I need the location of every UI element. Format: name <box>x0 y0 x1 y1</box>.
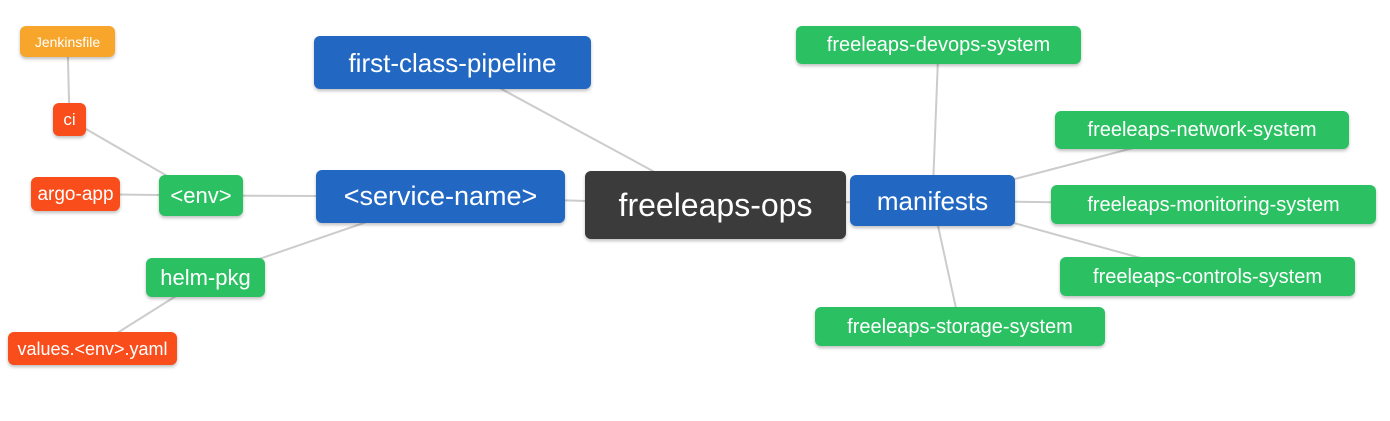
node-values-env-yaml[interactable]: values.<env>.yaml <box>8 332 177 365</box>
node-jenkinsfile[interactable]: Jenkinsfile <box>20 26 115 57</box>
node-first-class-pipeline[interactable]: first-class-pipeline <box>314 36 591 89</box>
node-freeleaps-storage-system[interactable]: freeleaps-storage-system <box>815 307 1105 346</box>
node-manifests[interactable]: manifests <box>850 175 1015 226</box>
node-freeleaps-ops[interactable]: freeleaps-ops <box>585 171 846 239</box>
node-ci[interactable]: ci <box>53 103 86 136</box>
node-service-name[interactable]: <service-name> <box>316 170 565 223</box>
node-env[interactable]: <env> <box>159 175 243 216</box>
node-freeleaps-controls-system[interactable]: freeleaps-controls-system <box>1060 257 1355 296</box>
node-helm-pkg[interactable]: helm-pkg <box>146 258 265 297</box>
node-freeleaps-devops-system[interactable]: freeleaps-devops-system <box>796 26 1081 64</box>
node-freeleaps-network-system[interactable]: freeleaps-network-system <box>1055 111 1349 149</box>
node-freeleaps-monitoring-system[interactable]: freeleaps-monitoring-system <box>1051 185 1376 224</box>
node-argo-app[interactable]: argo-app <box>31 177 120 211</box>
